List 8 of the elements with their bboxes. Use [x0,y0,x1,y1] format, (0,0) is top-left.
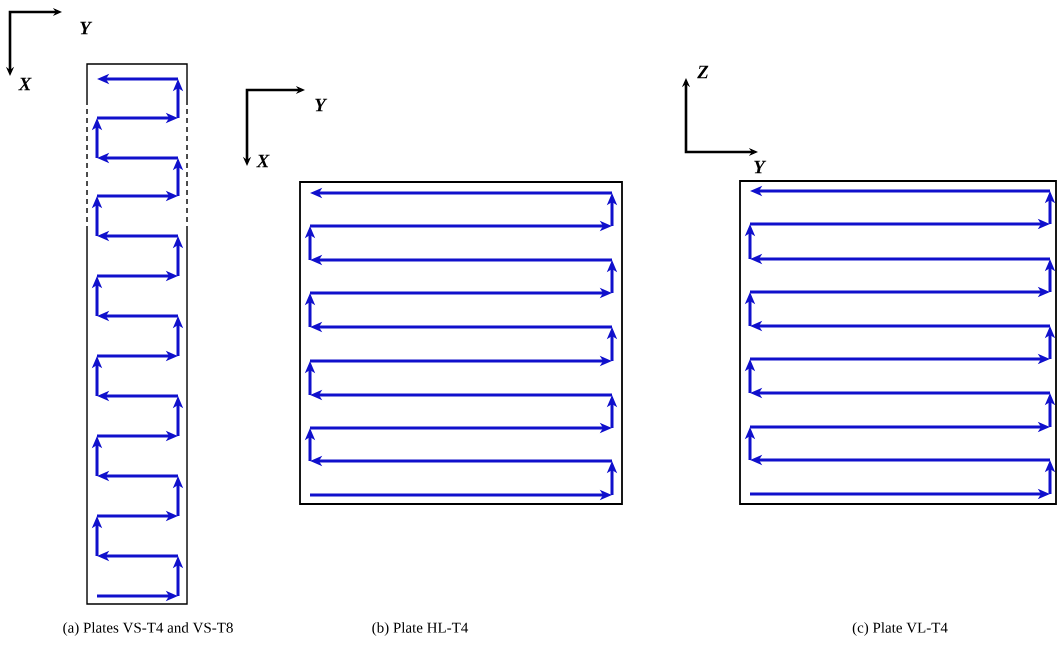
axis-label: X [18,77,32,91]
panel-caption: (a) Plates VS-T4 and VS-T8 [63,622,233,636]
axis-label: Y [80,21,93,35]
panel-caption: (c) Plate VL-T4 [852,622,948,636]
axis-label: Z [697,65,709,79]
panel-caption: (b) Plate HL-T4 [372,622,469,636]
axis-label: X [256,154,270,168]
axis-label: Y [315,98,328,112]
